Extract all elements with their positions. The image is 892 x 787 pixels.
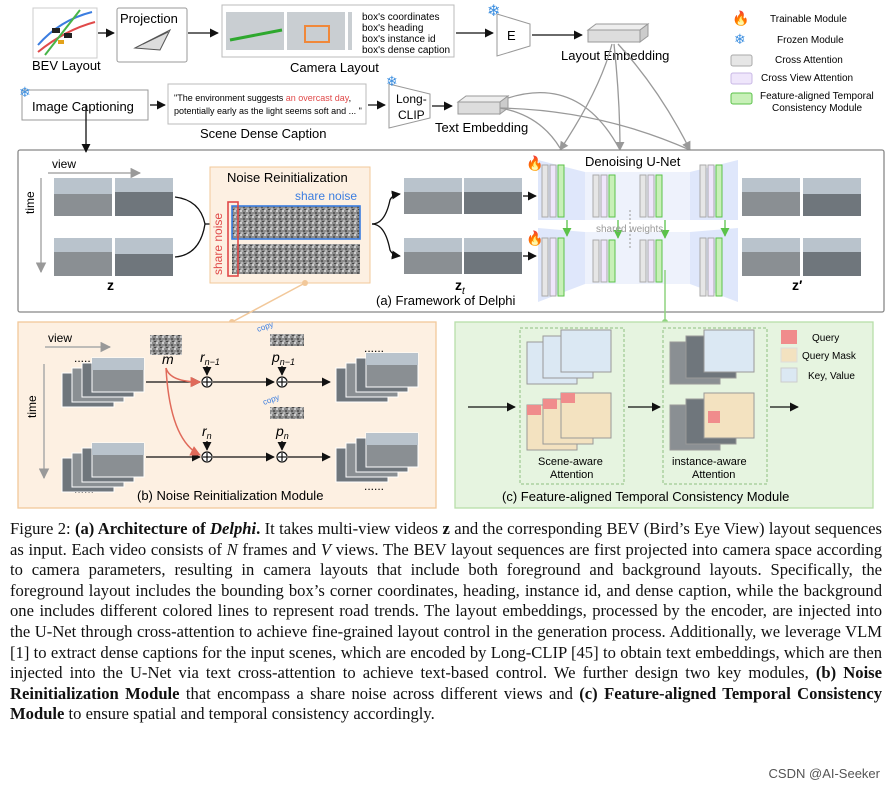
framework-panel [17,149,885,313]
panel-c-legend: Query Query Mask Key, Value [780,330,857,383]
panel-b-output-stack [335,352,419,483]
snowflake-icon: ❄ [19,84,31,100]
noisy-frames [404,178,522,274]
noise-m [150,335,182,355]
denoising-unet-label: Denoising U-Net [585,154,681,169]
layout-embedding-bar [586,23,650,43]
snowflake-icon: ❄ [386,73,398,89]
svg-text:Frozen Module: Frozen Module [777,35,844,46]
view-label: view [48,331,72,345]
noise-p-n [270,407,304,419]
figure-diagram: BEV Layout Projection box's coordinates … [17,3,885,509]
svg-text:Consistency Module: Consistency Module [772,103,862,114]
camera-layout-images [226,12,352,50]
noise-reinit-label: Noise Reinitialization [227,170,348,185]
svg-text:CLIP: CLIP [398,108,425,122]
noise-reinit-module-caption: (b) Noise Reinitialization Module [137,488,323,503]
view-label: view [52,157,76,171]
bev-layout-label: BEV Layout [32,58,101,73]
fire-icon: 🔥 [732,10,749,27]
image-captioning-label: Image Captioning [32,99,134,114]
svg-text:m: m [162,351,174,367]
dense-caption-box [167,83,367,125]
svg-text:......: ...... [364,341,384,355]
svg-text:Key, Value: Key, Value [808,371,855,382]
scene-dense-caption-label: Scene Dense Caption [200,126,326,141]
box-info-list: box's coordinates box's heading box's in… [362,12,450,56]
p-n-minus-1: pn−1 [271,349,295,367]
legend: 🔥 Trainable Module ❄ Frozen Module Cross… [730,10,874,114]
projection-label: Projection [120,11,178,26]
text-embedding-label: Text Embedding [435,120,528,135]
snowflake-icon: ❄ [487,3,500,20]
r-n-minus-1: rn−1 [200,349,220,367]
share-noise-vertical: share noise [211,213,225,275]
svg-text:Query: Query [812,333,839,344]
input-frames [54,178,173,276]
r-n: rn [202,423,212,441]
projection-box [116,7,188,63]
svg-text:......: ...... [364,479,384,493]
svg-text:Query Mask: Query Mask [802,351,857,362]
temporal-consistency-caption: (c) Feature-aligned Temporal Consistency… [502,489,789,504]
svg-text:......: ...... [74,351,94,365]
temporal-consistency-panel [454,321,874,509]
camera-layout-label: Camera Layout [290,60,379,75]
svg-text:box's dense caption: box's dense caption [362,45,450,56]
svg-text:box's instance id: box's instance id [362,34,436,45]
dense-caption-text: "The environment suggests an overcast da… [174,93,351,103]
denoising-unet [538,160,738,302]
svg-text:Trainable Module: Trainable Module [770,14,847,25]
projection-icon [133,28,172,51]
share-noise-horizontal: share noise [295,189,357,203]
encoder-box [496,13,531,57]
time-label: time [23,191,37,214]
scene-aware-label: Scene-aware [538,456,603,468]
svg-text:potentially early as the light: potentially early as the light seems sof… [174,106,362,116]
bev-layout-image [32,7,98,59]
svg-text:Cross Attention: Cross Attention [775,55,843,66]
svg-text:Cross View Attention: Cross View Attention [761,73,853,84]
noise-p-n-minus-1 [270,334,304,346]
framework-caption: (a) Framework of Delphi [376,293,516,308]
z-label: z [107,277,114,293]
figure-caption: Figure 2: (a) Architecture of Delphi. It… [10,519,882,724]
encoder-label: E [507,28,516,43]
output-frames [742,178,861,276]
scene-aware-label: Attention [550,469,593,481]
fire-icon: 🔥 [526,230,543,247]
panel-b-input-stack [61,357,145,493]
instance-aware-stack [669,329,755,451]
fire-icon: 🔥 [526,155,543,172]
p-n: pn [275,423,289,441]
svg-text:box's coordinates: box's coordinates [362,12,440,23]
snowflake-icon: ❄ [734,31,746,47]
scene-aware-box [519,327,625,485]
shared-weights-label: shared weights [596,224,663,235]
instance-aware-label: Attention [692,469,735,481]
time-label: time [25,395,39,418]
svg-text:box's heading: box's heading [362,23,423,34]
svg-text:Long-: Long- [396,92,427,106]
long-clip-box [388,83,431,129]
instance-aware-box [662,327,768,485]
instance-aware-label: instance-aware [672,456,747,468]
z-t-label: zt [455,277,466,297]
scene-aware-stack [526,329,612,451]
text-embedding-bar [456,95,510,115]
watermark: CSDN @AI-Seeker [768,766,880,781]
z-prime-label: z′ [792,277,803,293]
image-captioning-box [21,89,149,121]
svg-text:Feature-aligned Temporal: Feature-aligned Temporal [760,91,874,102]
